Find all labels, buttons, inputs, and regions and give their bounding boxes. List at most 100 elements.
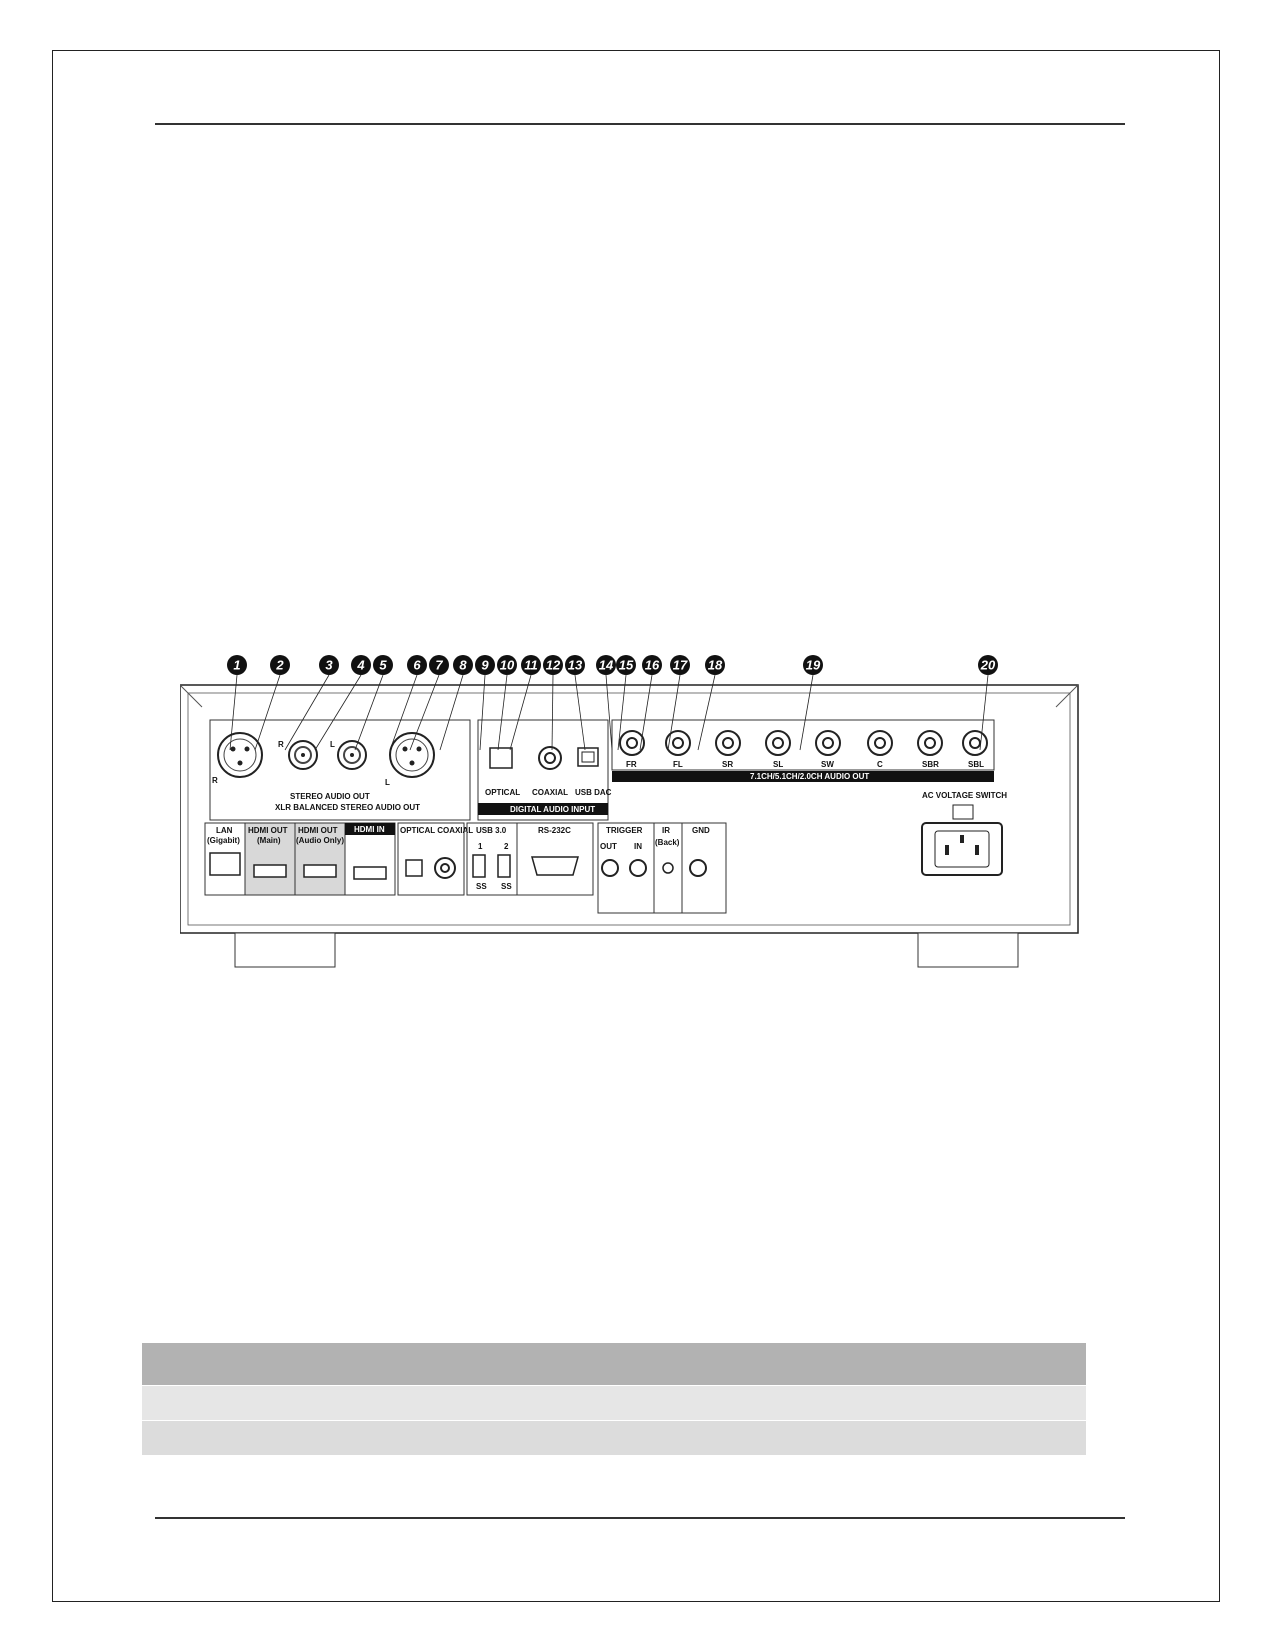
- callout-leader-2: [254, 674, 281, 751]
- callout-number-13: 13: [568, 658, 583, 673]
- ch-sl-label: SL: [773, 760, 783, 769]
- callout-marker-19: [803, 655, 823, 675]
- digital-audio-input-bar: [478, 803, 608, 815]
- hdmi-out-audio-module: [294, 822, 346, 896]
- ir-label: IR: [662, 826, 670, 835]
- callout-number-8: 8: [459, 658, 467, 673]
- hdmi-out-audio-label: HDMI OUT: [298, 826, 338, 835]
- optical-coaxial-label: OPTICAL COAXIAL: [400, 826, 473, 835]
- spec-table-header: [142, 1343, 1086, 1385]
- callout-number-3: 3: [325, 658, 333, 673]
- rca-l-label: L: [330, 740, 335, 749]
- optical-coaxial-out-module: [397, 822, 465, 896]
- callout-marker-18: [705, 655, 725, 675]
- gnd-module: [681, 822, 727, 914]
- optical-input-port: [489, 747, 513, 769]
- callout-marker-15: [616, 655, 636, 675]
- usb1-label: 1: [478, 842, 483, 851]
- callout-leader-19: [799, 674, 814, 751]
- rca-left-connector: [337, 740, 367, 770]
- callout-leader-5: [354, 674, 384, 751]
- ch-sbl-label: SBL: [968, 760, 984, 769]
- din-optical-label: OPTICAL: [485, 788, 520, 797]
- hdmi-in-bar: [345, 823, 395, 835]
- callout-marker-11: [521, 655, 541, 675]
- ir-jack: [662, 862, 674, 874]
- hdmi-in-label: HDMI IN: [354, 825, 385, 834]
- callout-marker-7: [429, 655, 449, 675]
- ac-pin-ground: [960, 835, 964, 843]
- rca-output-row: [619, 730, 988, 756]
- callout-leader-18: [697, 674, 716, 751]
- callout-leader-15: [617, 674, 627, 751]
- rs232c-module: [516, 822, 594, 896]
- digital-audio-input-label: DIGITAL AUDIO INPUT: [510, 805, 595, 814]
- callout-number-15: 15: [619, 658, 634, 673]
- lan-sub-label: (Gigabit): [207, 836, 240, 845]
- callout-marker-12: [543, 655, 563, 675]
- usb-port-1: [472, 854, 486, 878]
- usb2-label: 2: [504, 842, 509, 851]
- callout-number-10: 10: [500, 658, 515, 673]
- ch-sr-label: SR: [722, 760, 733, 769]
- callout-number-14: 14: [599, 658, 614, 673]
- ac-pin-1: [945, 845, 949, 855]
- usb-dac-port-inner: [581, 751, 595, 763]
- foot-left: [234, 932, 336, 968]
- callout-leader-11: [509, 674, 532, 751]
- callout-leader-4: [314, 674, 362, 751]
- callout-number-6: 6: [413, 658, 421, 673]
- callout-marker-8: [453, 655, 473, 675]
- trigger-in-label: IN: [634, 842, 642, 851]
- xlr-balanced-label: XLR BALANCED STEREO AUDIO OUT: [275, 803, 420, 812]
- callout-number-7: 7: [435, 658, 443, 673]
- hdmi-out-audio-sub-label: (Audio Only): [296, 836, 344, 845]
- callout-marker-6: [407, 655, 427, 675]
- usb30-label: USB 3.0: [476, 826, 507, 835]
- coaxial-input-port: [538, 746, 562, 770]
- stereo-audio-out-label: STEREO AUDIO OUT: [290, 792, 370, 801]
- rear-panel-diagram: R R L L STEREO AUDIO OUT XLR BALANCED ST…: [180, 655, 1079, 968]
- optical-out-port: [405, 859, 423, 877]
- usb-ss2-label: SS: [501, 882, 512, 891]
- usb-dac-port: [577, 747, 599, 767]
- callout-number-17: 17: [673, 658, 688, 673]
- xlr-l-label: L: [385, 778, 390, 787]
- chassis-bevel-right: [1055, 684, 1079, 708]
- ac-power-inlet: [921, 822, 1003, 876]
- hdmi-in-port: [353, 866, 387, 880]
- callout-number-19: 19: [806, 658, 821, 673]
- ch-fl-label: FL: [673, 760, 683, 769]
- callout-number-12: 12: [546, 658, 561, 673]
- callout-leader-12: [551, 674, 554, 751]
- callout-leader-20: [979, 674, 989, 751]
- callout-marker-14: [596, 655, 616, 675]
- callout-marker-5: [373, 655, 393, 675]
- ac-pin-2: [975, 845, 979, 855]
- rca-right-connector: [288, 740, 318, 770]
- rca-r-label: R: [278, 740, 284, 749]
- rs232c-port: [531, 856, 579, 876]
- ir-sub-label: (Back): [655, 838, 680, 847]
- xlr-right-connector: [217, 732, 263, 778]
- callout-leader-6: [389, 674, 418, 751]
- callout-number-16: 16: [645, 658, 660, 673]
- lan-port: [209, 852, 241, 876]
- ch-sbr-label: SBR: [922, 760, 939, 769]
- chassis-inner: [187, 692, 1071, 926]
- hdmi-out-main-label: HDMI OUT: [248, 826, 288, 835]
- callout-marker-1: [227, 655, 247, 675]
- callout-number-20: 20: [980, 658, 996, 673]
- callout-marker-2: [270, 655, 290, 675]
- hdmi-out-main-module: [244, 822, 296, 896]
- trigger-out-jack: [601, 859, 619, 877]
- usb-ss1-label: SS: [476, 882, 487, 891]
- callout-leader-3: [284, 674, 330, 751]
- callout-marker-17: [670, 655, 690, 675]
- callout-marker-13: [565, 655, 585, 675]
- callout-leader-9: [479, 674, 486, 751]
- foot-right: [917, 932, 1019, 968]
- callout-marker-10: [497, 655, 517, 675]
- callout-leader-14: [605, 674, 613, 751]
